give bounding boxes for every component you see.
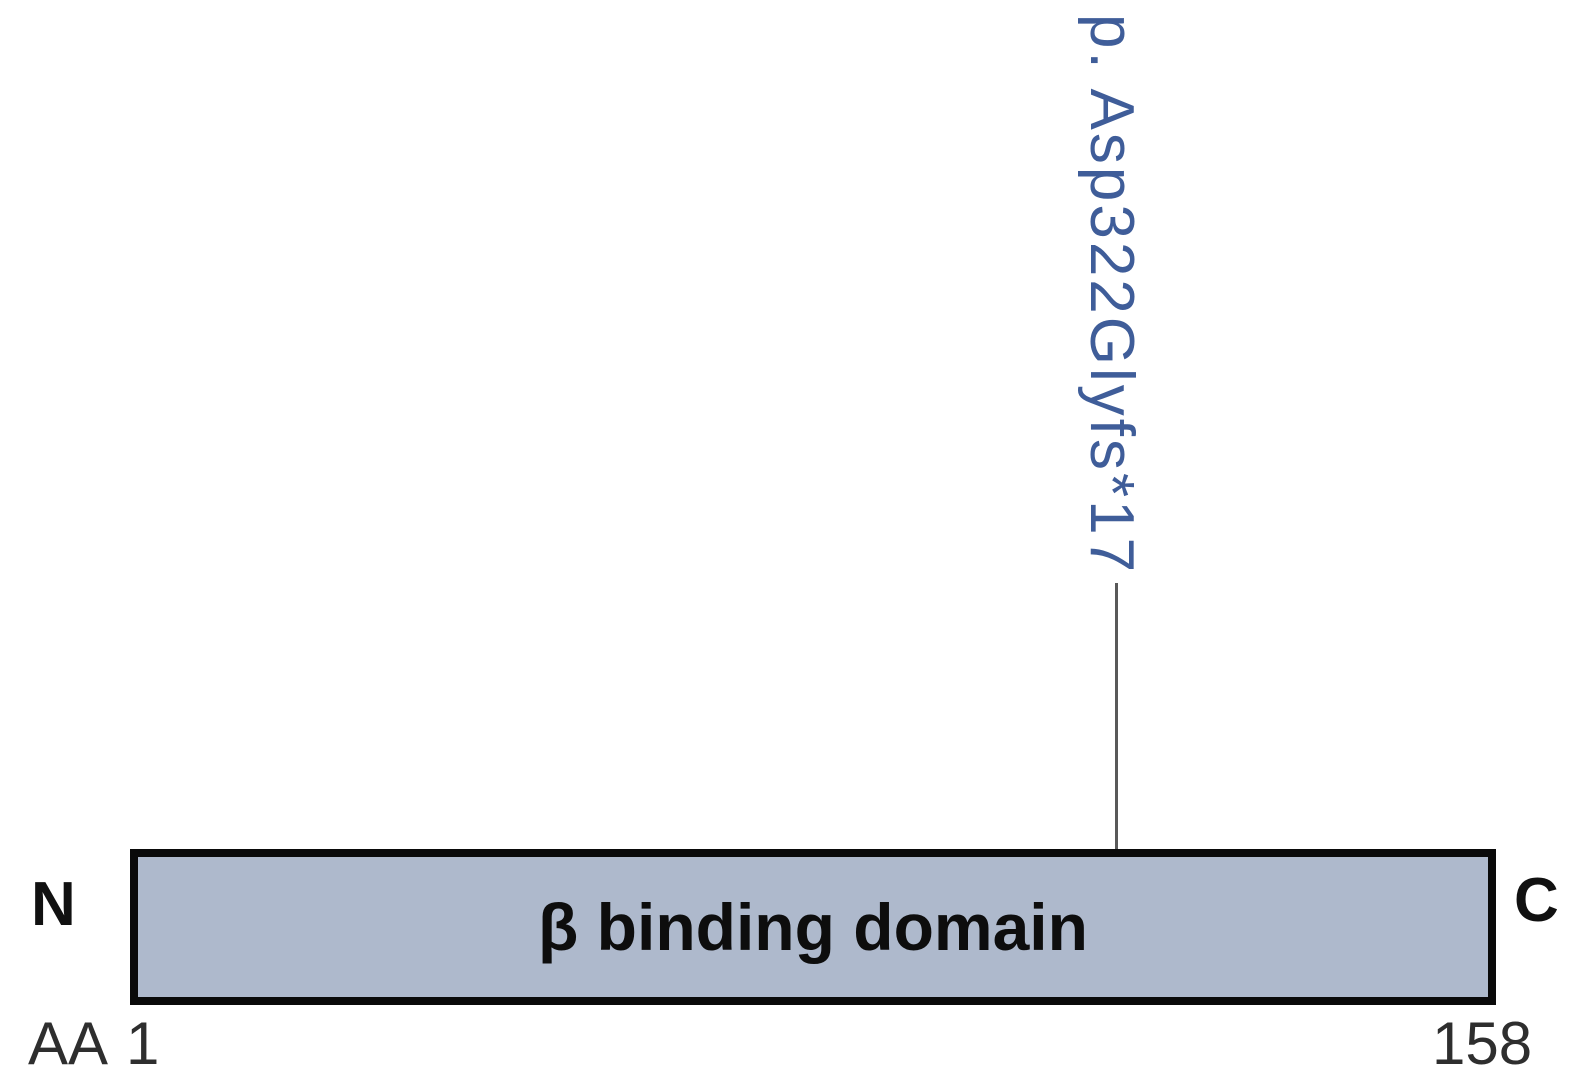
aa-axis-prefix-label: AA bbox=[28, 1010, 109, 1077]
aa-end-position-label: 158 bbox=[1432, 1010, 1533, 1077]
domain-bar: β binding domain bbox=[130, 849, 1496, 1005]
domain-label: β binding domain bbox=[538, 890, 1088, 964]
c-terminus-label: C bbox=[1514, 866, 1559, 935]
mutation-connector-line bbox=[1115, 583, 1118, 851]
mutation-annotation-label: p. Asp322Glyfs*17 bbox=[1077, 14, 1146, 576]
aa-start-position-label: 1 bbox=[126, 1010, 160, 1077]
n-terminus-label: N bbox=[31, 870, 76, 939]
